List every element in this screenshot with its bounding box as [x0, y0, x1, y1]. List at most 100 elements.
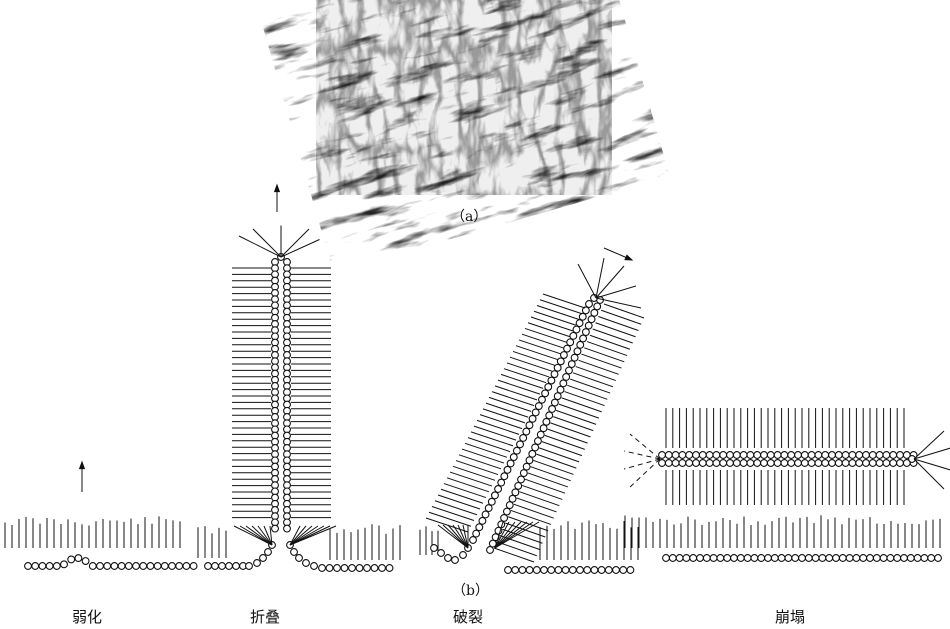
headgroup-circle: [218, 562, 226, 570]
tail-line: [527, 322, 571, 338]
headgroup-circle: [553, 392, 562, 401]
tail-line: [467, 437, 511, 453]
tail-line: [257, 525, 273, 546]
tail-line: [494, 521, 504, 549]
tail-line: [542, 293, 586, 309]
headgroup-circle: [545, 411, 554, 420]
headgroup-circle: [671, 459, 680, 467]
tail-line: [443, 483, 487, 499]
headgroup-circle: [794, 451, 802, 459]
headgroup-circle: [753, 451, 762, 459]
tail-line: [437, 524, 469, 549]
headgroup-circle: [568, 566, 577, 574]
headgroup-circle: [866, 554, 874, 562]
tail-line: [569, 378, 611, 394]
headgroup-circle: [514, 481, 523, 490]
tail-line: [536, 453, 577, 469]
headgroup-circle: [525, 566, 534, 574]
tail-line: [239, 525, 273, 546]
headgroup-circle: [719, 451, 728, 459]
tail-line: [428, 511, 472, 527]
headgroup-circle: [132, 562, 140, 570]
tail-line: [539, 299, 583, 315]
headgroup-circle: [746, 451, 755, 459]
headgroup-circle: [469, 536, 477, 544]
tail-line: [452, 465, 496, 481]
headgroup-circle: [534, 402, 543, 411]
headgroup-circle: [522, 462, 531, 471]
headgroup-circle: [550, 398, 559, 407]
headgroup-circle: [96, 562, 104, 570]
tail-line: [462, 524, 469, 549]
headgroup-circle: [726, 451, 734, 459]
headgroup-circle: [807, 451, 816, 459]
headgroup-circle: [110, 562, 119, 570]
headgroup-circle: [780, 451, 789, 459]
tail-line: [589, 334, 631, 350]
tail-line: [533, 310, 577, 326]
headgroup-circle: [124, 562, 133, 570]
tail-line: [506, 362, 550, 378]
headgroup-circle: [525, 421, 534, 430]
headgroup-circle: [271, 524, 279, 533]
headgroup-circle: [889, 451, 898, 459]
headgroup-circle: [511, 488, 520, 497]
headgroup-circle: [855, 451, 864, 459]
headgroup-circle: [539, 424, 548, 433]
headgroup-circle: [841, 451, 850, 459]
headgroup-circle: [868, 451, 877, 459]
headgroup-circle: [590, 308, 599, 317]
headgroup-circle: [572, 325, 581, 334]
headgroup-circle: [532, 566, 541, 574]
headgroup-circle: [103, 562, 112, 570]
headgroup-circle: [685, 451, 694, 459]
headgroup-circle: [544, 382, 553, 391]
tail-line: [496, 541, 537, 557]
tail-line: [269, 525, 273, 546]
headgroup-circle: [845, 554, 854, 562]
stage-label-fold: 折叠: [250, 608, 281, 626]
tail-line: [513, 503, 554, 519]
headgroup-circle: [692, 459, 700, 467]
tail-line: [473, 425, 517, 441]
headgroup-circle: [576, 340, 585, 349]
tail-line: [245, 525, 273, 546]
headgroup-circle: [283, 524, 291, 533]
headgroup-circle: [794, 459, 802, 467]
headgroup-circle: [784, 554, 793, 562]
headgroup-circle: [531, 408, 540, 417]
headgroup-circle: [562, 372, 571, 381]
headgroup-circle: [896, 451, 904, 459]
headgroup-circle: [828, 459, 836, 467]
tail-line: [251, 525, 273, 546]
headgroup-circle: [430, 544, 438, 552]
tail-line: [592, 328, 633, 344]
tail-line: [503, 368, 547, 384]
headgroup-circle: [807, 459, 816, 467]
headgroup-circle: [478, 516, 487, 525]
tail-line: [510, 509, 552, 525]
headgroup-circle: [855, 459, 864, 467]
tail-line: [527, 472, 569, 488]
headgroup-circle: [739, 451, 748, 459]
headgroup-circle: [859, 554, 868, 562]
headgroup-circle: [821, 459, 830, 467]
tail-line: [524, 478, 566, 494]
tail-line: [464, 442, 508, 458]
headgroup-circle: [566, 338, 575, 347]
tail-dashed: [629, 433, 661, 460]
headgroup-circle: [168, 562, 176, 570]
headgroup-circle: [88, 562, 97, 570]
headgroup-circle: [685, 459, 694, 467]
headgroup-circle: [547, 566, 556, 574]
headgroup-circle: [259, 554, 267, 562]
tail-line: [530, 466, 571, 482]
headgroup-circle: [290, 548, 298, 556]
headgroup-circle: [570, 353, 579, 362]
headgroup-circle: [862, 459, 870, 467]
headgroup-circle: [886, 554, 895, 562]
tail-line: [442, 524, 469, 549]
headgroup-circle: [175, 562, 184, 570]
headgroup-circle: [506, 459, 515, 468]
headgroup-circle: [750, 554, 759, 562]
